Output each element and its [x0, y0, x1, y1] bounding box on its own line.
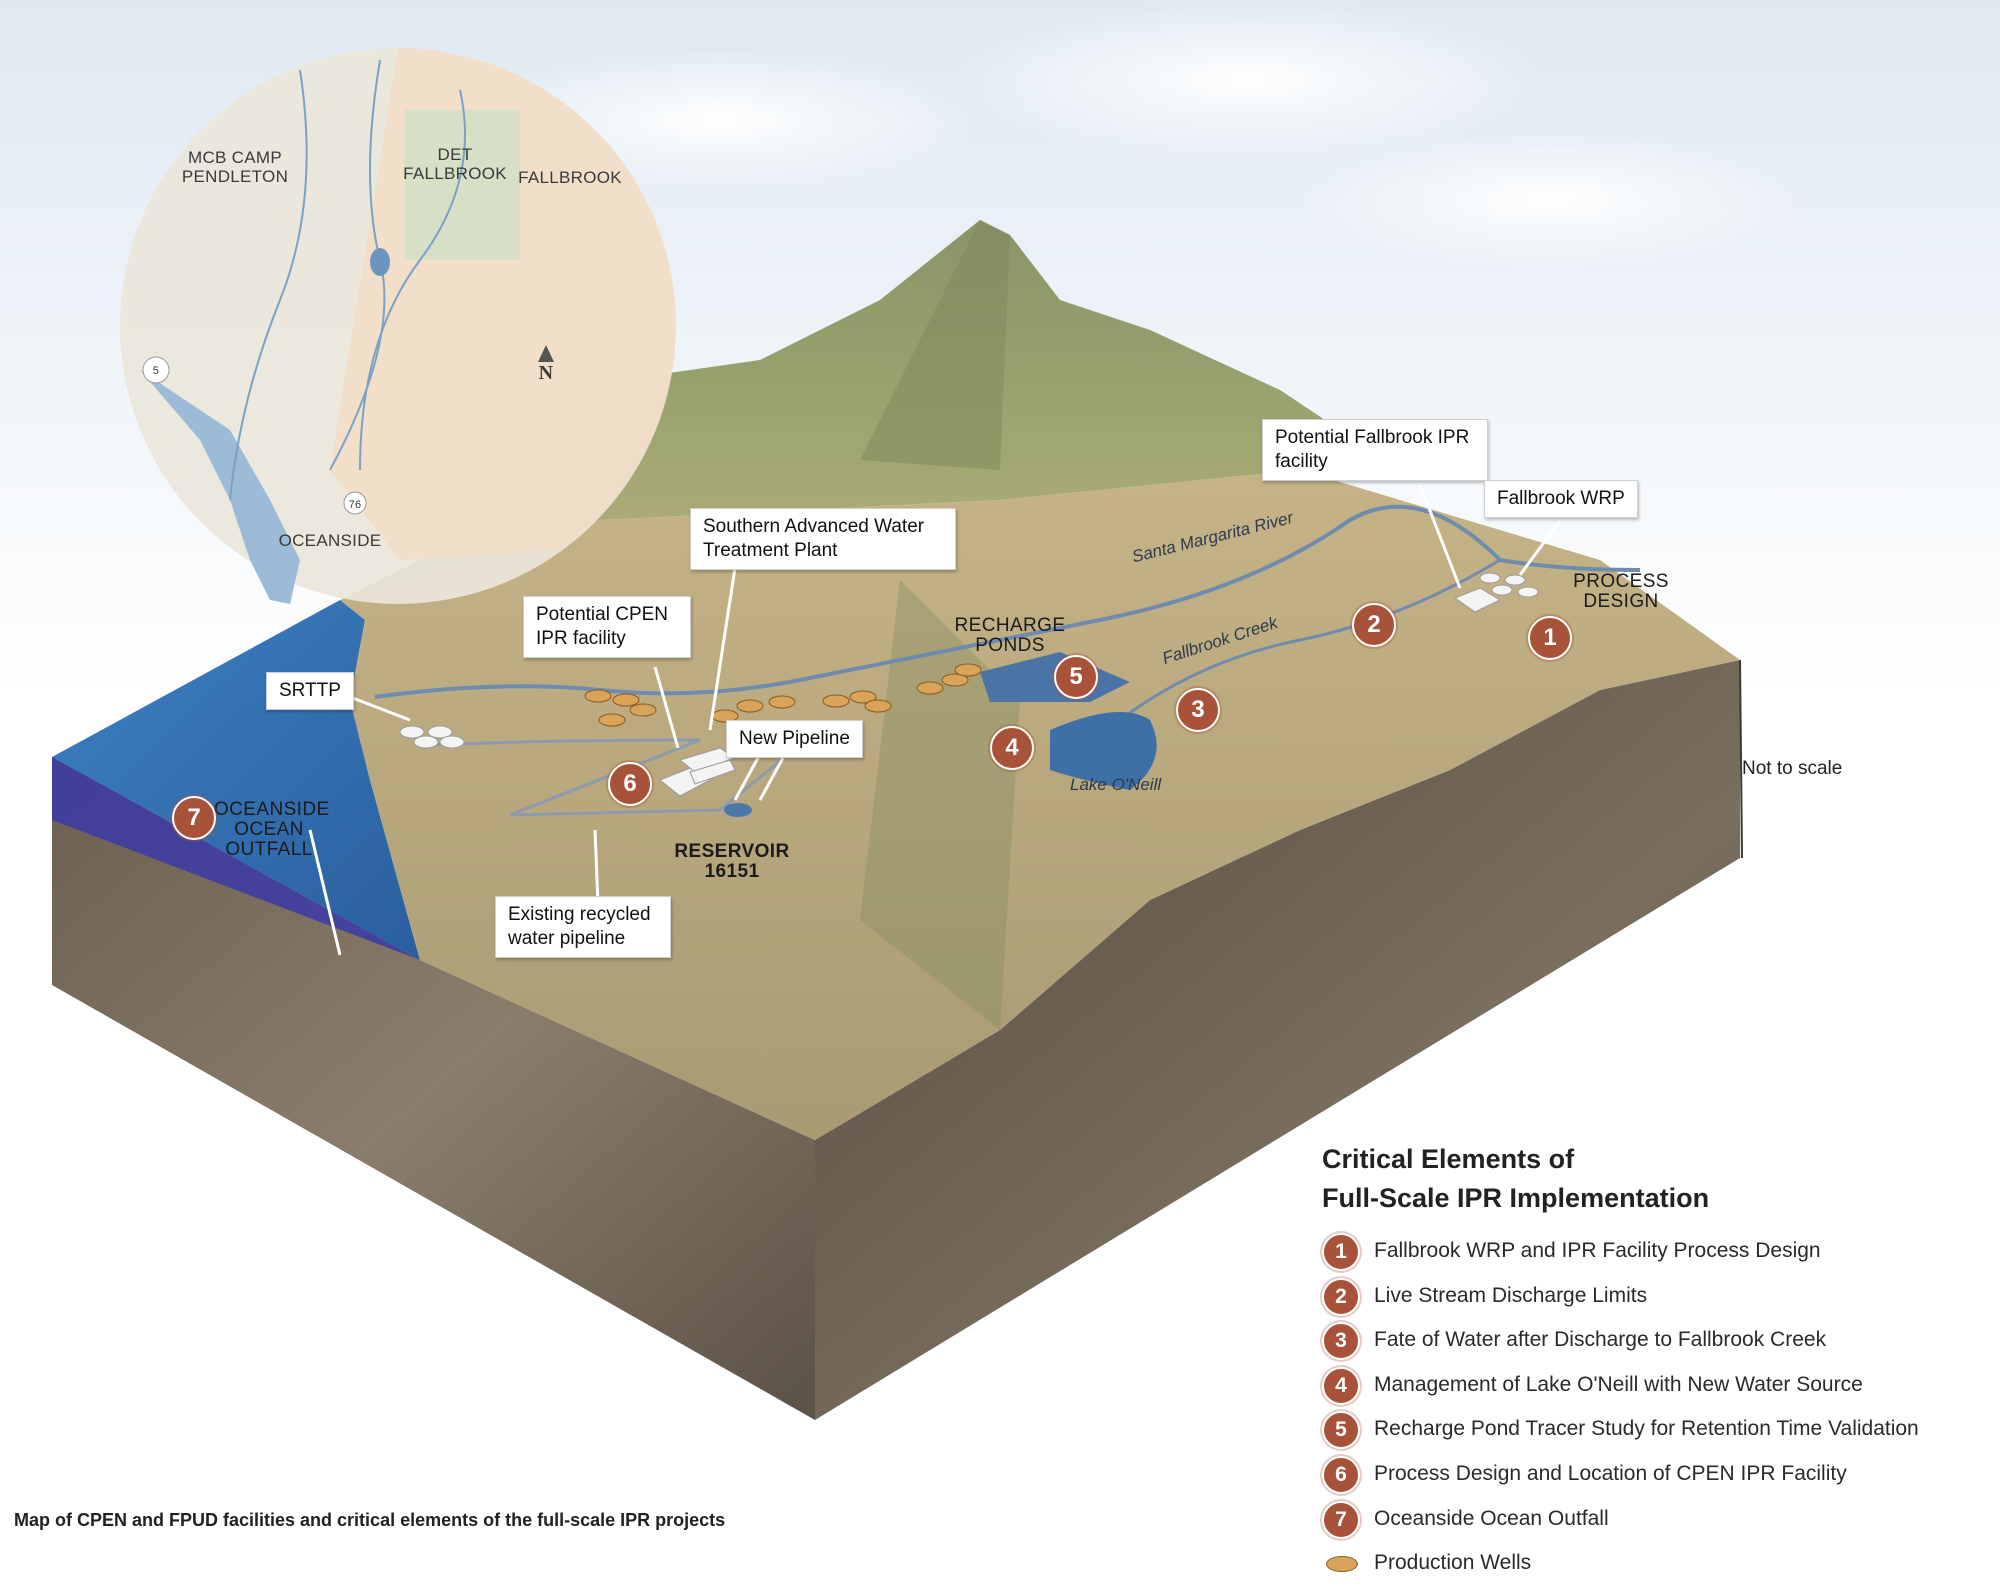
map-label-fallbrook: FALLBROOK: [518, 168, 622, 187]
rock-face-left: [52, 757, 815, 1420]
inset-map: [120, 48, 676, 604]
label-recharge-ponds: RECHARGE PONDS: [954, 615, 1066, 656]
map-label-det-fallbrook: DET FALLBROOK: [403, 145, 507, 183]
map-label-camp-pendleton: MCB CAMP PENDLETON: [181, 148, 289, 186]
legend-item-text: Fallbrook WRP and IPR Facility Process D…: [1374, 1239, 1821, 1262]
legend: Critical Elements of Full-Scale IPR Impl…: [1322, 1140, 1982, 1589]
legend-item-text: Recharge Pond Tracer Study for Retention…: [1374, 1417, 1919, 1441]
production-well-icon: [1326, 1556, 1358, 1573]
callout-new-pipeline: New Pipeline: [726, 720, 863, 758]
label-oceanside-outfall: OCEANSIDE OCEAN OUTFALL: [214, 799, 330, 860]
map-badge-4: 4: [990, 726, 1034, 770]
map-badge-3: 3: [1176, 688, 1220, 732]
label-process-design: PROCESS DESIGN: [1573, 571, 1669, 612]
not-to-scale-note: Not to scale: [1742, 758, 1843, 779]
legend-item-wells: Production Wells: [1322, 1544, 1982, 1589]
callout-existing-recycled-pipeline: Existing recycled water pipeline: [495, 896, 671, 958]
map-badge-6: 6: [608, 762, 652, 806]
callout-potential-fallbrook-ipr: Potential Fallbrook IPR facility: [1262, 419, 1488, 481]
legend-item: 6 Process Design and Location of CPEN IPR…: [1322, 1455, 1982, 1500]
map-badge-2: 2: [1352, 603, 1396, 647]
callout-potential-cpen-ipr: Potential CPEN IPR facility: [523, 596, 691, 658]
map-badge-7: 7: [172, 796, 216, 840]
map-badge-5: 5: [1054, 655, 1098, 699]
legend-badge: 6: [1322, 1455, 1360, 1494]
legend-item-text: Process Design and Location of CPEN IPR …: [1374, 1461, 1847, 1485]
callout-fallbrook-wrp: Fallbrook WRP: [1484, 480, 1638, 518]
legend-wells-text: Production Wells: [1374, 1551, 1532, 1575]
rock-face-right: [815, 660, 1740, 1420]
callout-srttp: SRTTP: [266, 672, 354, 710]
label-lake-oneill: Lake O'Neill: [1070, 775, 1162, 794]
fallbrook-creek: [1119, 558, 1501, 722]
treatment-plant-icon: [659, 747, 737, 797]
highway-5-shield: 5: [152, 365, 160, 377]
legend-list: 1 Fallbrook WRP and IPR Facility Process …: [1322, 1232, 1982, 1589]
legend-item-text: Management of Lake O'Neill with New Wate…: [1374, 1372, 1863, 1396]
fallbrook-wrp-icon: [1453, 572, 1539, 613]
map-label-oceanside: OCEANSIDE: [278, 531, 382, 550]
legend-item: 1 Fallbrook WRP and IPR Facility Process …: [1322, 1232, 1982, 1277]
reservoir: [724, 803, 752, 817]
pipeline-existing: [429, 738, 801, 817]
legend-item: 3 Fate of Water after Discharge to Fallbr…: [1322, 1321, 1982, 1366]
legend-item: 4 Management of Lake O'Neill with New Wat…: [1322, 1366, 1982, 1411]
production-wells: [584, 663, 982, 727]
map-badge-1: 1: [1528, 616, 1572, 660]
legend-item-text: Fate of Water after Discharge to Fallbro…: [1374, 1328, 1827, 1352]
north-arrow-label: N: [538, 362, 554, 384]
legend-item: 7 Oceanside Ocean Outfall: [1322, 1500, 1982, 1545]
legend-item: 5 Recharge Pond Tracer Study for Retentio…: [1322, 1410, 1982, 1455]
legend-item: 2 Live Stream Discharge Limits: [1322, 1277, 1982, 1322]
legend-badge: 3: [1322, 1322, 1360, 1361]
figure-caption: Map of CPEN and FPUD facilities and crit…: [14, 1510, 726, 1530]
legend-item-text: Live Stream Discharge Limits: [1374, 1283, 1648, 1307]
highway-76-shield: 76: [348, 499, 362, 511]
legend-badge: 4: [1322, 1366, 1360, 1405]
label-reservoir: RESERVOIR 16151: [674, 841, 790, 882]
legend-badge: 7: [1322, 1500, 1360, 1539]
callout-southern-advanced-plant: Southern Advanced Water Treatment Plant: [690, 508, 956, 570]
legend-badge: 5: [1322, 1411, 1360, 1450]
lake-oneill: [1050, 712, 1157, 790]
legend-title-line1: Critical Elements of: [1322, 1144, 1575, 1174]
legend-item-text: Oceanside Ocean Outfall: [1374, 1506, 1609, 1530]
legend-badge: 2: [1322, 1277, 1360, 1316]
legend-badge: 1: [1322, 1233, 1360, 1271]
srttp-facility: [399, 725, 465, 749]
legend-title-line2: Full-Scale IPR Implementation: [1322, 1183, 1710, 1213]
